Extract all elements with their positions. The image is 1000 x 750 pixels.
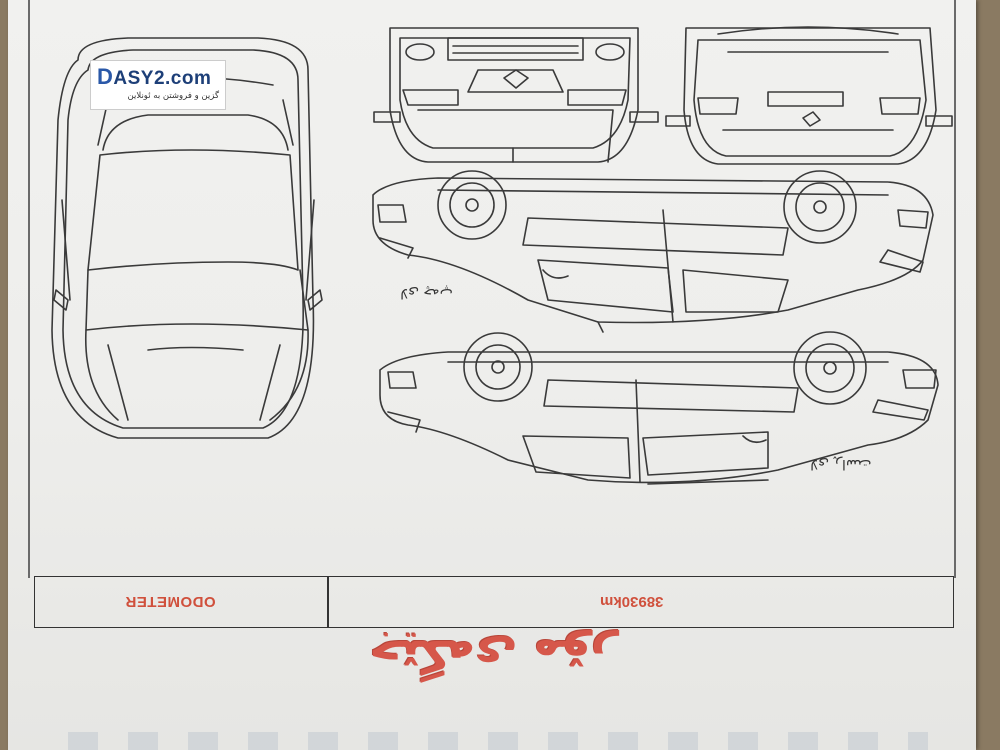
car-right-side-view	[379, 331, 939, 485]
car-diagram-drawing	[51, 26, 953, 485]
odometer-divider	[327, 577, 329, 627]
frame-left-border	[28, 0, 30, 578]
odometer-label: ODOMETER	[125, 593, 216, 610]
car-front-view	[373, 27, 659, 163]
car-left-side-view	[372, 170, 934, 333]
logo-rest: ASY2.com	[113, 68, 212, 89]
left-side-label: لای چەپ	[400, 285, 453, 301]
inspection-sheet: DASY2.com گزین و فروشتن به ئونلاین لای چ…	[8, 0, 976, 750]
odometer-value: 38930km	[600, 593, 664, 610]
odometer-box: ODOMETER 38930km	[34, 576, 954, 628]
logo-wordmark: DASY2.com	[97, 64, 211, 90]
stamp-area-title: جێگەی مۆر	[368, 630, 618, 684]
dasy2-logo: DASY2.com گزین و فروشتن به ئونلاین	[90, 60, 226, 110]
right-side-label: لای ڕاست	[810, 456, 872, 472]
car-top-view	[51, 37, 323, 439]
frame-right-border	[954, 0, 956, 578]
faded-print-bottom	[68, 732, 928, 750]
car-rear-view	[665, 26, 953, 165]
logo-initial: D	[97, 64, 114, 89]
logo-tagline: گزین و فروشتن به ئونلاین	[127, 91, 219, 101]
